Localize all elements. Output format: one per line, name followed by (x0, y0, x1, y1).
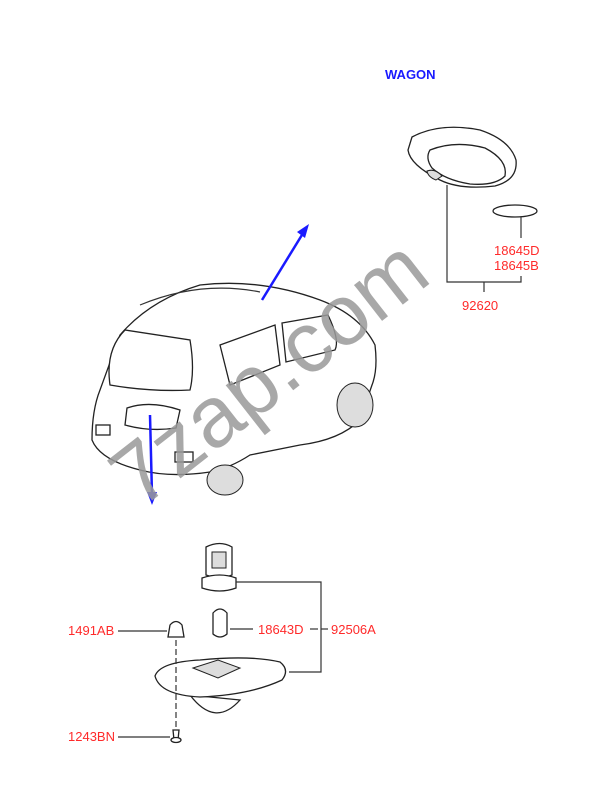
callout-18643D[interactable]: 18643D (258, 622, 304, 637)
dome-lamp-drawing (407, 126, 517, 188)
dome-bulb-drawing (492, 204, 538, 218)
callout-1491AB[interactable]: 1491AB (68, 623, 114, 638)
license-leader-lines (118, 581, 328, 738)
variant-label: WAGON (385, 67, 436, 82)
screw-drawing (170, 729, 182, 744)
reference-arrows (147, 224, 309, 505)
vehicle-drawing (91, 282, 377, 496)
dome-leader-lines (446, 185, 522, 292)
callout-92620[interactable]: 92620 (462, 298, 498, 313)
callout-1243BN[interactable]: 1243BN (68, 729, 115, 744)
lamp-housing-drawing (154, 657, 287, 714)
callout-92506A[interactable]: 92506A (331, 622, 376, 637)
bulb-drawing (212, 608, 228, 638)
callout-18645D[interactable]: 18645D (494, 243, 540, 258)
clip-drawing (167, 620, 185, 638)
callout-18645B[interactable]: 18645B (494, 258, 539, 273)
socket-drawing (201, 542, 237, 592)
